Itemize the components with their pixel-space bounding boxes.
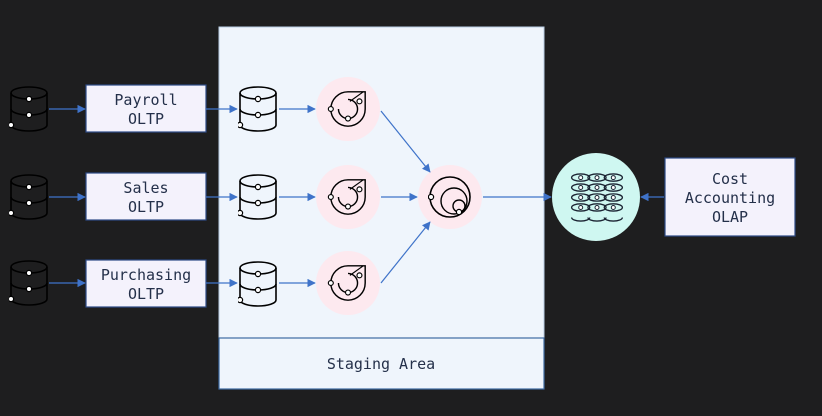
transform-sales-bg [316, 165, 380, 229]
source-sales-line1: Sales [123, 179, 168, 197]
target-line3: OLAP [712, 208, 748, 226]
source-payroll-line2: OLTP [128, 110, 164, 128]
source-purchasing-line1: Purchasing [101, 266, 191, 284]
source-box-payroll: Payroll OLTP [85, 84, 207, 133]
source-db-sales-icon [9, 174, 48, 220]
target-line2: Accounting [685, 189, 775, 207]
source-box-purchasing: Purchasing OLTP [85, 259, 207, 308]
arrow-purchasing-transform-to-merge [380, 221, 431, 284]
arrow-payroll-transform-to-merge [380, 110, 431, 173]
source-db-purchasing-icon [9, 260, 48, 306]
target-box-cost-accounting: Cost Accounting OLAP [664, 157, 796, 237]
staging-area-label: Staging Area [327, 355, 435, 373]
transform-purchasing-bg [316, 251, 380, 315]
source-sales-line2: OLTP [128, 198, 164, 216]
source-db-payroll-icon [9, 86, 48, 132]
target-line1: Cost [712, 170, 748, 188]
staging-area-panel [218, 26, 545, 390]
source-purchasing-line2: OLTP [128, 285, 164, 303]
staging-area-label-box [218, 337, 545, 390]
source-box-sales: Sales OLTP [85, 172, 207, 221]
merge-bg [418, 165, 482, 229]
source-payroll-line1: Payroll [114, 91, 177, 109]
transform-payroll-bg [316, 77, 380, 141]
